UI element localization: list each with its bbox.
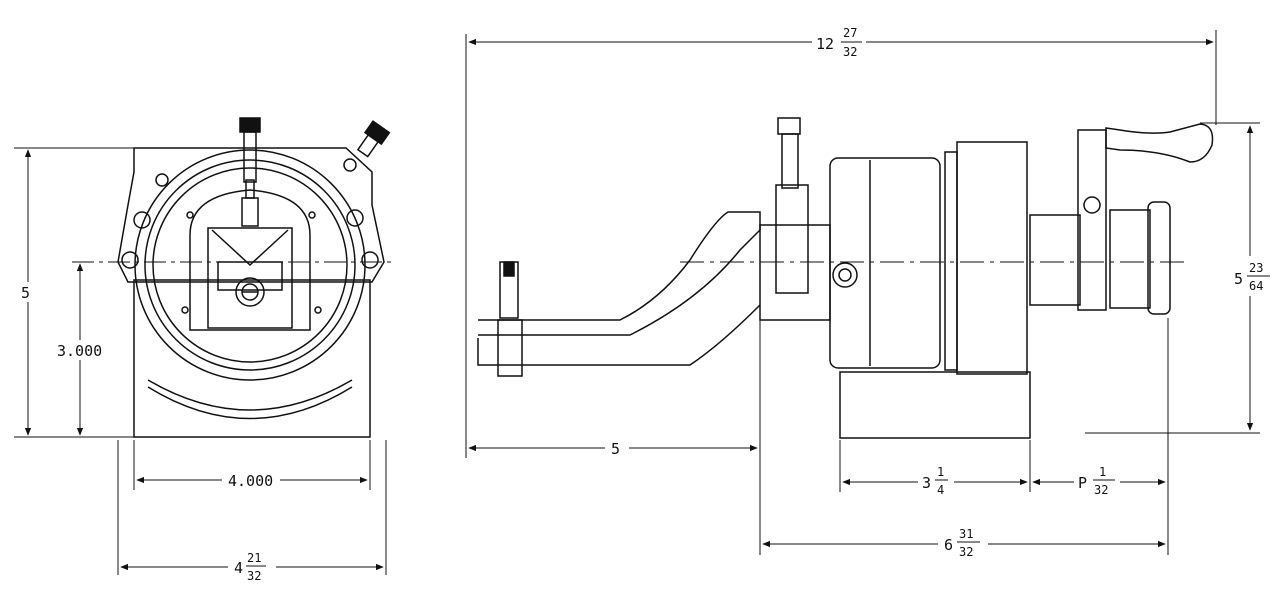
side-base-length-den: 4 [937, 483, 944, 497]
side-dimensions [465, 30, 1260, 555]
front-overall-width-den: 32 [247, 569, 261, 583]
side-base-length-num: 1 [937, 465, 944, 479]
front-housing [117, 147, 385, 283]
front-center-bolt [235, 277, 265, 307]
side-height-num: 23 [1249, 261, 1263, 275]
side-body-length-den: 32 [959, 545, 973, 559]
side-overall-length-den: 32 [843, 45, 857, 59]
front-center-height-label: 3.000 [57, 342, 102, 360]
front-view [72, 117, 392, 438]
dimension-labels: 5 3.000 4.000 4 21 32 12 27 32 5 23 64 5… [16, 26, 1278, 590]
front-height-label: 5 [21, 284, 30, 302]
front-base [133, 279, 371, 438]
side-base [839, 371, 1031, 439]
side-arm [478, 211, 761, 336]
side-spindle-offset-den: 32 [1094, 483, 1108, 497]
front-base-width-label: 4.000 [228, 472, 273, 490]
side-handle [1105, 123, 1214, 163]
front-overall-width-num: 21 [247, 551, 261, 565]
front-top-knob [239, 117, 261, 133]
side-body-length-num: 31 [959, 527, 973, 541]
side-height-whole: 5 [1234, 270, 1243, 288]
side-spindle-offset-prefix: P [1078, 474, 1087, 492]
front-overall-width-whole: 4 [234, 559, 243, 577]
side-overall-length-num: 27 [843, 26, 857, 40]
side-view [477, 117, 1214, 439]
side-tool-post [775, 184, 809, 294]
side-body-length-whole: 6 [944, 536, 953, 554]
side-overall-length-whole: 12 [816, 35, 834, 53]
side-overhang-label: 5 [611, 440, 620, 458]
side-spindle-offset-num: 1 [1099, 465, 1106, 479]
front-dimensions [14, 147, 387, 575]
side-base-length-whole: 3 [922, 474, 931, 492]
side-handwheel [1077, 129, 1107, 311]
side-height-den: 64 [1249, 279, 1263, 293]
